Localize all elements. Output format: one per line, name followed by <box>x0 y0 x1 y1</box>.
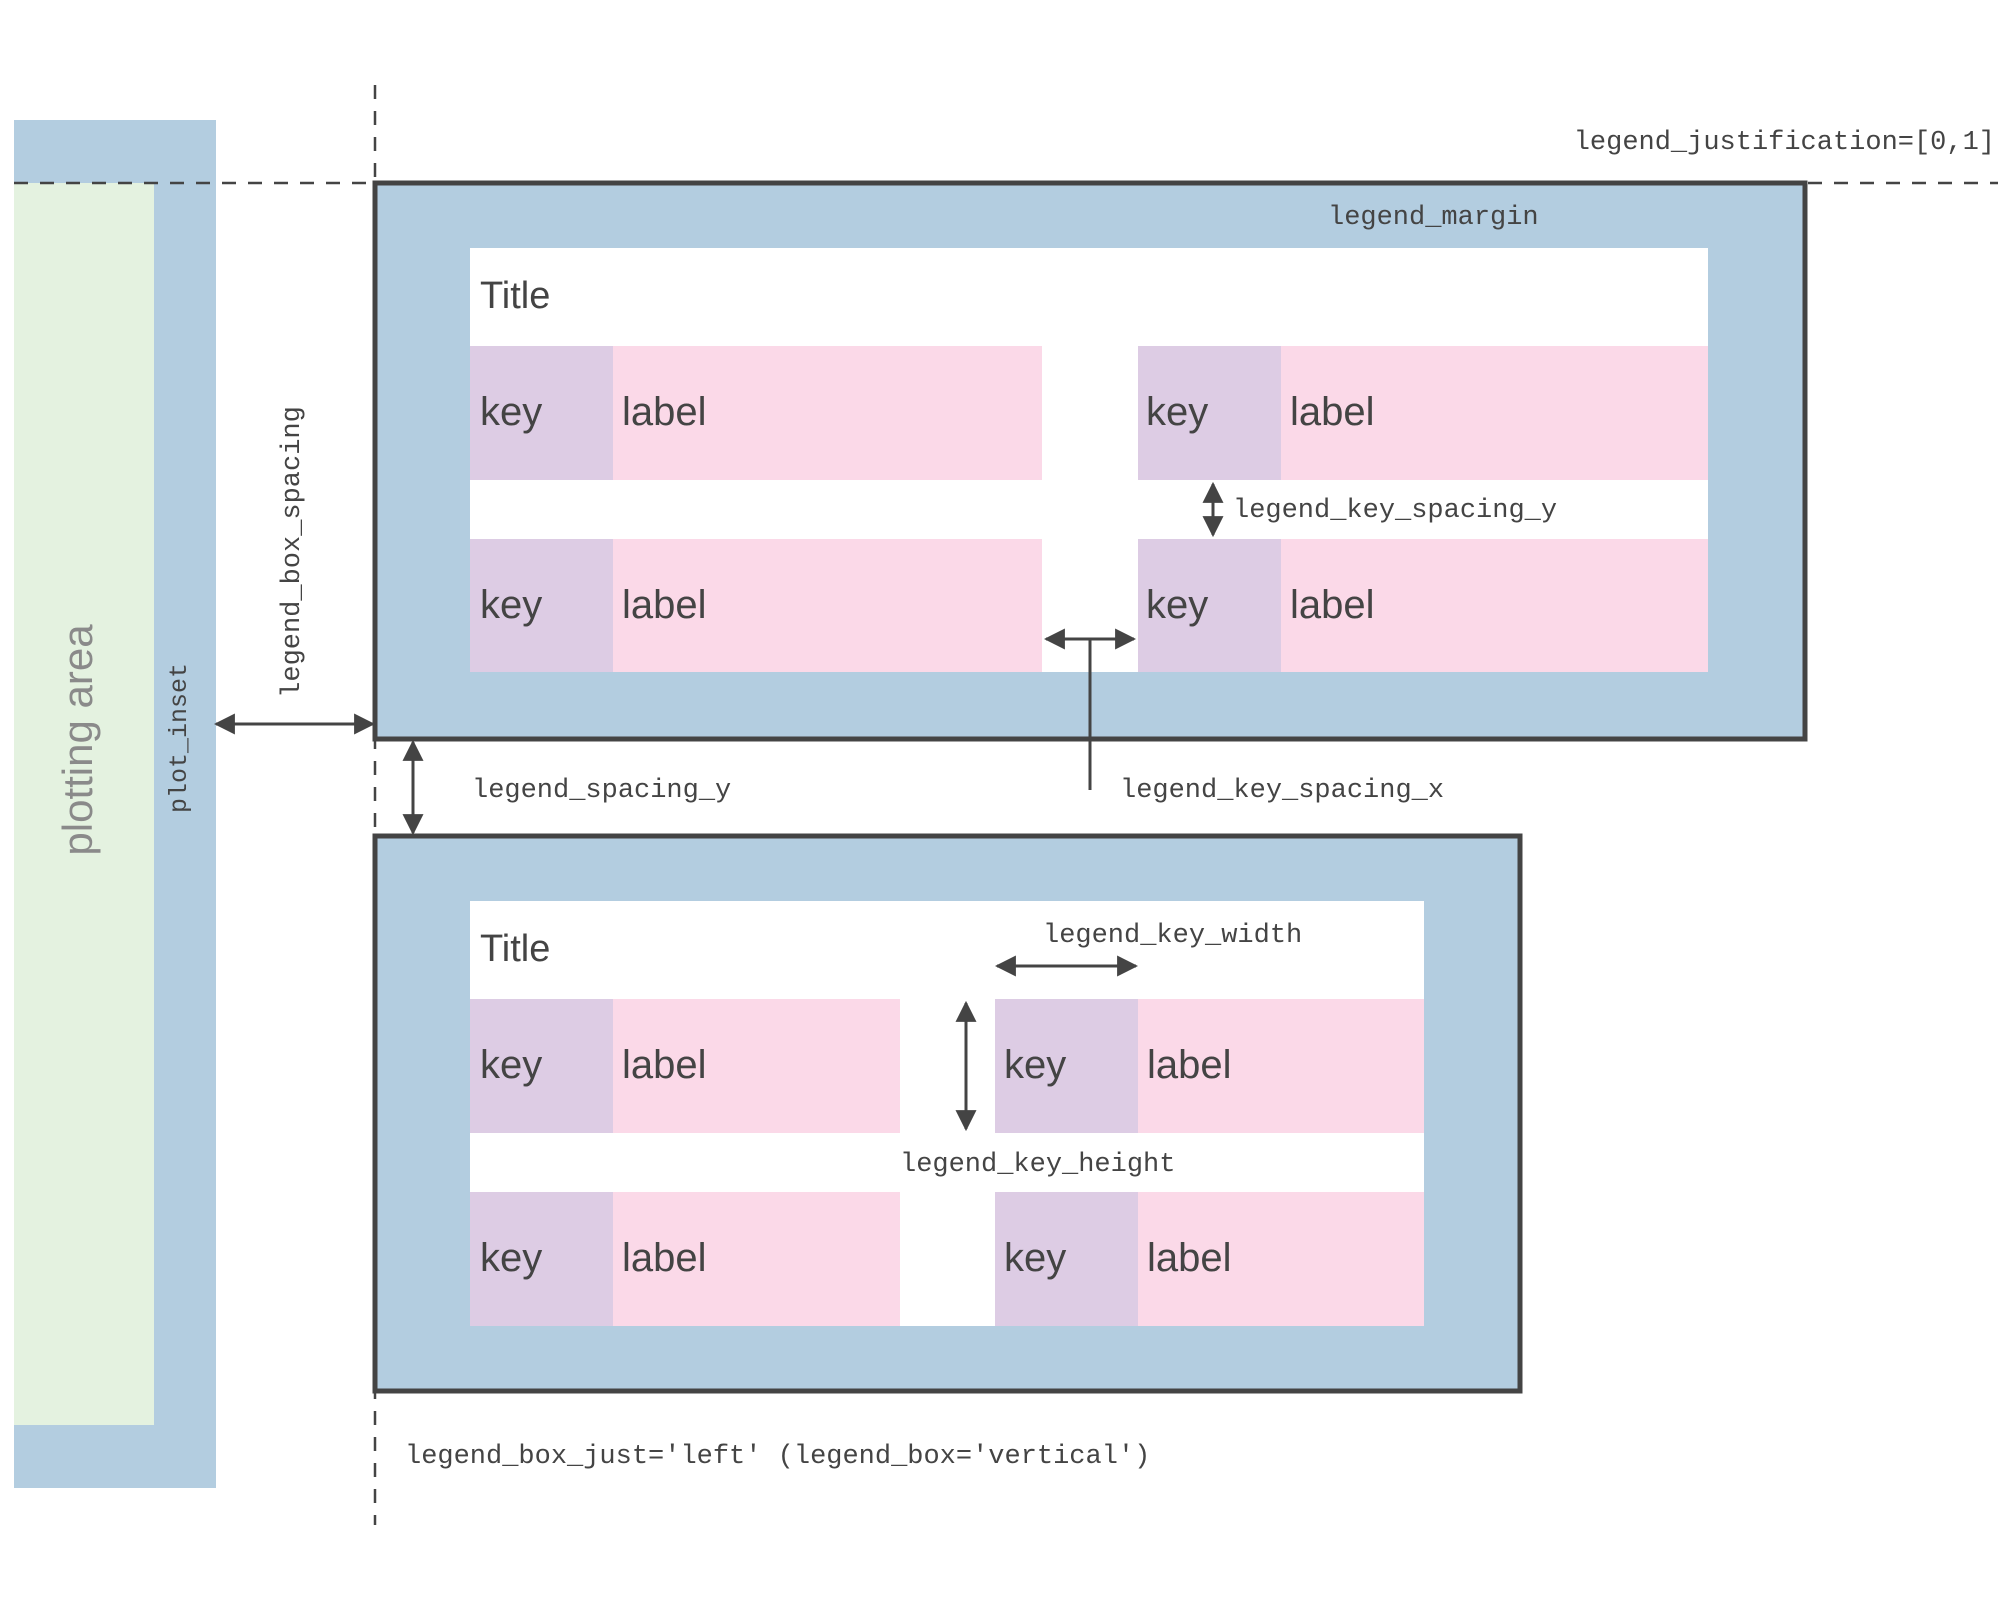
top-key-4 <box>1138 539 1281 672</box>
top-label-text-3: label <box>622 583 707 627</box>
bottom-label-4 <box>1138 1192 1424 1326</box>
top-legend-title: Title <box>480 275 550 317</box>
top-key-text-3: key <box>480 583 542 627</box>
key-spacing-y-label: legend_key_spacing_y <box>1233 496 1557 526</box>
top-key-text-1: key <box>480 390 542 434</box>
bottom-label-text-1: label <box>622 1043 707 1087</box>
top-key-2 <box>1138 346 1281 480</box>
top-key-3 <box>470 539 613 672</box>
top-label-text-4: label <box>1290 583 1375 627</box>
legend-box-just-label: legend_box_just='left' (legend_box='vert… <box>405 1442 1150 1472</box>
top-label-text-1: label <box>622 390 707 434</box>
key-spacing-x-label: legend_key_spacing_x <box>1120 776 1444 806</box>
bottom-legend-title: Title <box>480 928 550 970</box>
plot-inset-label: plot_inset <box>165 663 194 813</box>
bottom-label-text-4: label <box>1147 1236 1232 1280</box>
bottom-label-text-2: label <box>1147 1043 1232 1087</box>
bottom-key-text-1: key <box>480 1043 542 1087</box>
bottom-key-text-4: key <box>1004 1236 1066 1280</box>
top-key-1 <box>470 346 613 480</box>
bottom-label-2 <box>1138 999 1424 1133</box>
top-label-3 <box>613 539 1042 672</box>
key-width-label: legend_key_width <box>1043 921 1302 951</box>
bottom-key-1 <box>470 999 613 1133</box>
top-label-1 <box>613 346 1042 480</box>
plotting-area <box>14 183 154 1425</box>
bottom-key-text-3: key <box>480 1236 542 1280</box>
bottom-key-2 <box>995 999 1138 1133</box>
plotting-area-label: plotting area <box>54 624 101 856</box>
top-label-2 <box>1281 346 1708 480</box>
bottom-label-text-3: label <box>622 1236 707 1280</box>
box-spacing-label: legend_box_spacing <box>278 406 308 698</box>
top-key-text-4: key <box>1146 583 1208 627</box>
top-key-text-2: key <box>1146 390 1208 434</box>
legend-margin-label: legend_margin <box>1328 203 1539 233</box>
legend-justification-label: legend_justification=[0,1] <box>1574 128 1995 158</box>
spacing-y-label: legend_spacing_y <box>472 776 731 806</box>
bottom-key-text-2: key <box>1004 1043 1066 1087</box>
key-height-label: legend_key_height <box>900 1150 1175 1180</box>
bottom-key-4 <box>995 1192 1138 1326</box>
top-label-text-2: label <box>1290 390 1375 434</box>
bottom-label-3 <box>613 1192 900 1326</box>
bottom-label-1 <box>613 999 900 1133</box>
top-label-4 <box>1281 539 1708 672</box>
bottom-key-3 <box>470 1192 613 1326</box>
